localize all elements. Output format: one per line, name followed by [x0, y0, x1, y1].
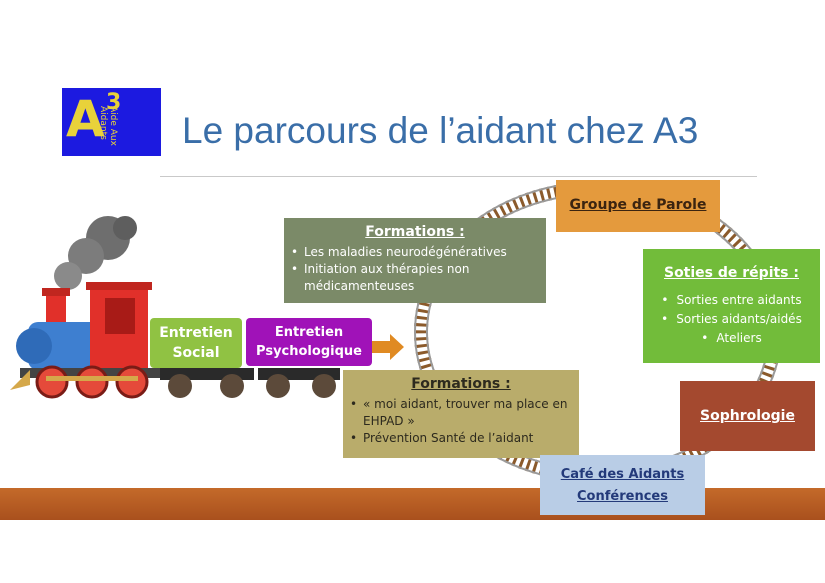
- list-item: Sorties entre aidants: [643, 291, 820, 310]
- sorties-de-repit-box: Soties de répits : Sorties entre aidants…: [643, 249, 820, 363]
- sorties-title: Soties de répits :: [663, 265, 799, 281]
- groupe-de-parole-box: Groupe de Parole: [556, 180, 720, 232]
- list-item: « moi aidant, trouver ma place en EHPAD …: [347, 396, 579, 430]
- sorties-list: Sorties entre aidants Sorties aidants/ai…: [643, 291, 820, 348]
- formations-2-title: Formations :: [411, 376, 511, 392]
- formations-box-2: Formations : « moi aidant, trouver ma pl…: [343, 370, 579, 458]
- list-item: Ateliers: [643, 329, 820, 348]
- wagon-entretien-social: Entretien Social: [150, 318, 242, 368]
- title-divider: [160, 176, 757, 177]
- arrow-right-icon: [372, 334, 404, 360]
- sophrologie-box: Sophrologie: [680, 381, 815, 451]
- logo-text: Aide Aux Aidants: [98, 106, 118, 146]
- logo-superscript: 3: [106, 90, 122, 115]
- formations-1-list: Les maladies neurodégénératives Initiati…: [288, 244, 546, 295]
- cafe-title: Café des Aidants Conférences: [560, 467, 685, 504]
- list-item: Sorties aidants/aidés: [643, 310, 820, 329]
- list-item: Prévention Santé de l’aidant: [347, 430, 579, 447]
- train-icon: [10, 216, 340, 399]
- wagon-entretien-psychologique: Entretien Psychologique: [246, 318, 372, 366]
- list-item: Les maladies neurodégénératives: [288, 244, 546, 261]
- formations-box-1: Formations : Les maladies neurodégénérat…: [284, 218, 546, 303]
- a3-logo: A 3 Aide Aux Aidants: [62, 88, 161, 156]
- wagon-entretien-psychologique-label: Entretien Psychologique: [256, 325, 362, 359]
- sophro-title: Sophrologie: [700, 408, 795, 424]
- formations-2-list: « moi aidant, trouver ma place en EHPAD …: [347, 396, 579, 447]
- wagon-entretien-social-label: Entretien Social: [159, 325, 233, 361]
- groupe-title: Groupe de Parole: [569, 197, 707, 213]
- logo-letter: A: [66, 90, 105, 148]
- formations-1-title: Formations :: [365, 224, 465, 240]
- cafe-des-aidants-box: Café des Aidants Conférences: [540, 455, 705, 515]
- page-title: Le parcours de l’aidant chez A3: [182, 110, 699, 151]
- list-item: Initiation aux thérapies non médicamente…: [288, 261, 546, 295]
